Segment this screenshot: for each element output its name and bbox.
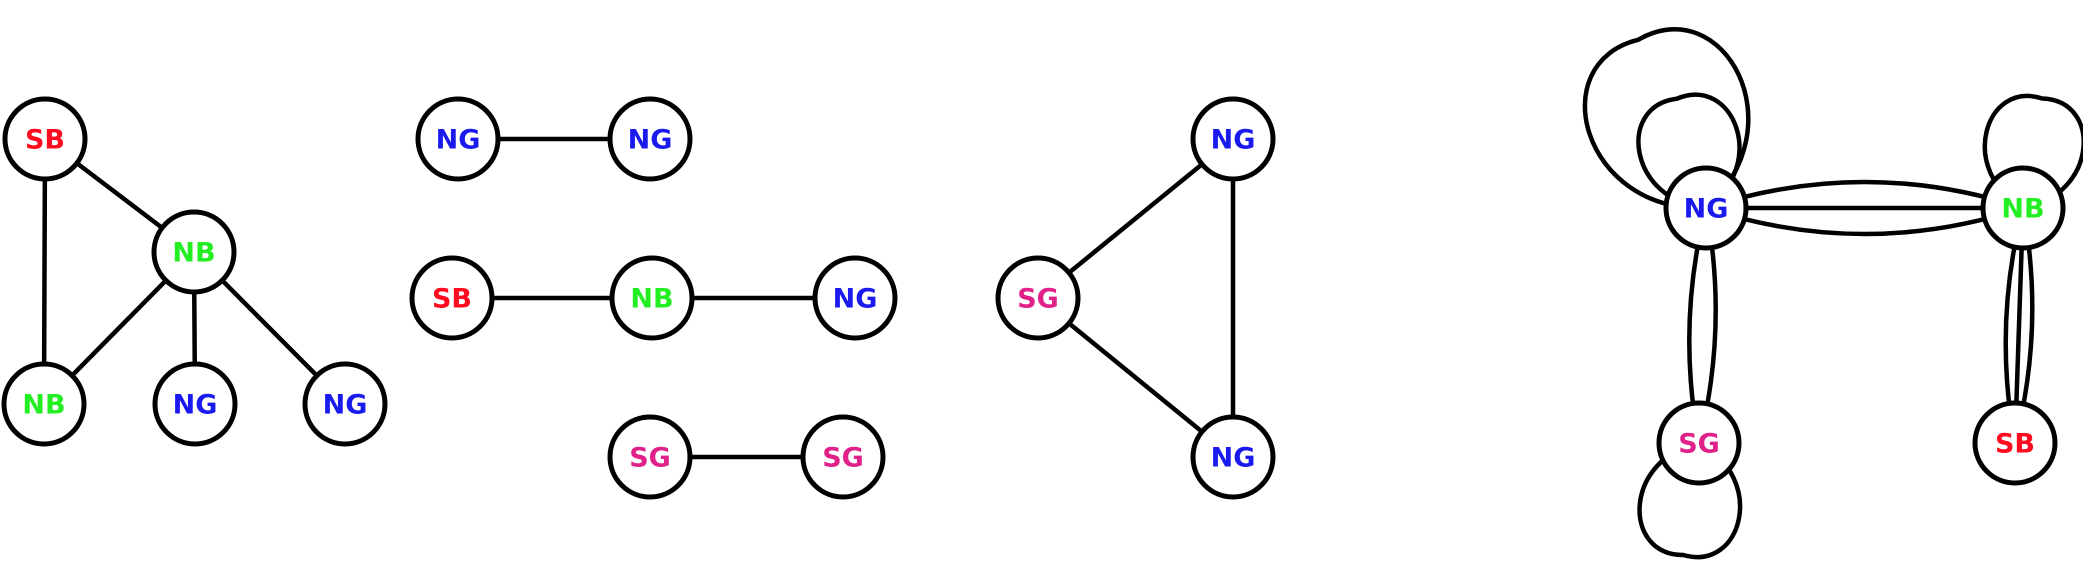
node-ng[interactable]: NG bbox=[302, 361, 388, 447]
node-circle[interactable] bbox=[609, 255, 695, 341]
node-circle[interactable] bbox=[607, 96, 693, 182]
graph-4-multigraph-edges bbox=[1582, 27, 2083, 560]
node-circle[interactable] bbox=[1190, 414, 1276, 500]
node-sg[interactable]: SG bbox=[1656, 400, 1742, 486]
node-sb[interactable]: SB bbox=[1972, 400, 2058, 486]
node-sb[interactable]: SB bbox=[409, 255, 495, 341]
node-label: NG bbox=[1211, 125, 1256, 156]
node-ng[interactable]: NG bbox=[415, 96, 501, 182]
node-ng[interactable]: NG bbox=[607, 96, 693, 182]
node-circle[interactable] bbox=[2, 96, 88, 182]
node-ng[interactable]: NG bbox=[1190, 96, 1276, 182]
node-label: NB bbox=[22, 390, 65, 421]
node-label: SB bbox=[25, 125, 65, 156]
node-label: NG bbox=[173, 390, 218, 421]
node-circle[interactable] bbox=[151, 209, 237, 295]
node-label: NG bbox=[436, 125, 481, 156]
graph-1-tree-nodes: SB NB NB NG NG bbox=[1, 96, 388, 447]
node-sb[interactable]: SB bbox=[2, 96, 88, 182]
node-circle[interactable] bbox=[995, 255, 1081, 341]
edge-self-loop bbox=[1636, 92, 1742, 211]
edge-self-loop bbox=[1637, 440, 1743, 560]
node-nb[interactable]: NB bbox=[1980, 165, 2066, 251]
node-label: SB bbox=[1995, 429, 2035, 460]
node-label: NB bbox=[2001, 194, 2044, 225]
edge-curved bbox=[1703, 205, 2026, 237]
node-ng[interactable]: NG bbox=[812, 255, 898, 341]
edge-self-loop bbox=[1982, 94, 2083, 211]
node-circle[interactable] bbox=[1, 361, 87, 447]
node-circle[interactable] bbox=[1190, 96, 1276, 182]
node-circle[interactable] bbox=[1980, 165, 2066, 251]
node-circle[interactable] bbox=[409, 255, 495, 341]
node-ng[interactable]: NG bbox=[1190, 414, 1276, 500]
graph-3-triangle-nodes: NG SG NG bbox=[995, 96, 1276, 500]
node-nb[interactable]: NB bbox=[1, 361, 87, 447]
node-ng[interactable]: NG bbox=[152, 361, 238, 447]
node-nb[interactable]: NB bbox=[609, 255, 695, 341]
node-circle[interactable] bbox=[302, 361, 388, 447]
graph-2-paths-nodes: NG NG SB NB NG SG SG bbox=[409, 96, 898, 500]
node-label: SG bbox=[1017, 284, 1059, 315]
node-sg[interactable]: SG bbox=[607, 414, 693, 500]
node-label: NG bbox=[1684, 194, 1729, 225]
node-label: NG bbox=[1211, 443, 1256, 474]
node-label: NG bbox=[323, 390, 368, 421]
node-circle[interactable] bbox=[1663, 165, 1749, 251]
node-label: NG bbox=[833, 284, 878, 315]
node-nb[interactable]: NB bbox=[151, 209, 237, 295]
node-ng[interactable]: NG bbox=[1663, 165, 1749, 251]
node-circle[interactable] bbox=[607, 414, 693, 500]
node-circle[interactable] bbox=[1656, 400, 1742, 486]
graph-4-multigraph-nodes: NG NB SG SB bbox=[1656, 165, 2066, 486]
node-circle[interactable] bbox=[1972, 400, 2058, 486]
node-sg[interactable]: SG bbox=[800, 414, 886, 500]
edge-self-loop bbox=[1582, 27, 1751, 211]
node-label: NB bbox=[630, 284, 673, 315]
node-sg[interactable]: SG bbox=[995, 255, 1081, 341]
node-circle[interactable] bbox=[812, 255, 898, 341]
edge-straight bbox=[41, 136, 48, 407]
node-label: SB bbox=[432, 284, 472, 315]
node-label: SG bbox=[629, 443, 671, 474]
node-circle[interactable] bbox=[800, 414, 886, 500]
node-label: NG bbox=[628, 125, 673, 156]
node-label: SG bbox=[822, 443, 864, 474]
node-label: NB bbox=[172, 238, 215, 269]
edge-curved bbox=[1703, 179, 2026, 211]
nodes-layer: SB NB NB NG NG NG NG SB NB NG SG SG NG SG NG NG NB SG SB bbox=[1, 96, 2066, 500]
node-circle[interactable] bbox=[152, 361, 238, 447]
node-circle[interactable] bbox=[415, 96, 501, 182]
node-label: SG bbox=[1678, 429, 1720, 460]
